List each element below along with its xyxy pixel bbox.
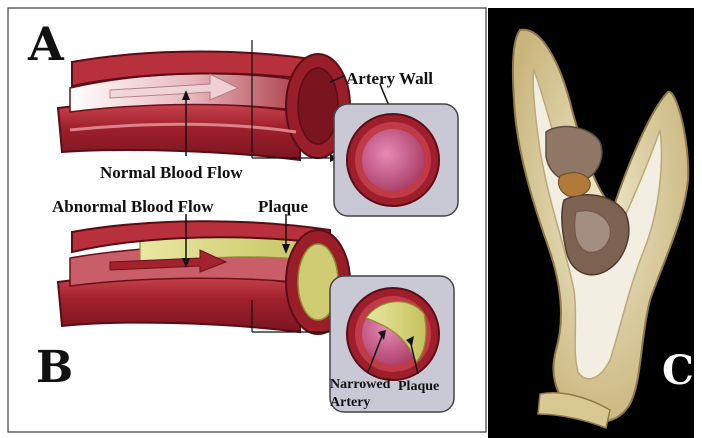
label-plaque-cross: Plaque bbox=[398, 379, 439, 394]
label-narrowed: Narrowed bbox=[330, 377, 391, 392]
panel-a-letter: A bbox=[27, 17, 65, 71]
label-normal-blood-flow: Normal Blood Flow bbox=[100, 163, 243, 182]
artery-lower-wall bbox=[58, 102, 300, 160]
panel-c-letter: C bbox=[662, 347, 694, 394]
label-plaque: Plaque bbox=[258, 197, 309, 216]
label-abnormal-blood-flow: Abnormal Blood Flow bbox=[52, 197, 214, 216]
panel-b-letter: B bbox=[36, 342, 73, 393]
label-artery: Artery bbox=[330, 395, 370, 410]
cross-section-lumen-a bbox=[362, 129, 424, 191]
label-artery-wall: Artery Wall bbox=[346, 69, 433, 88]
